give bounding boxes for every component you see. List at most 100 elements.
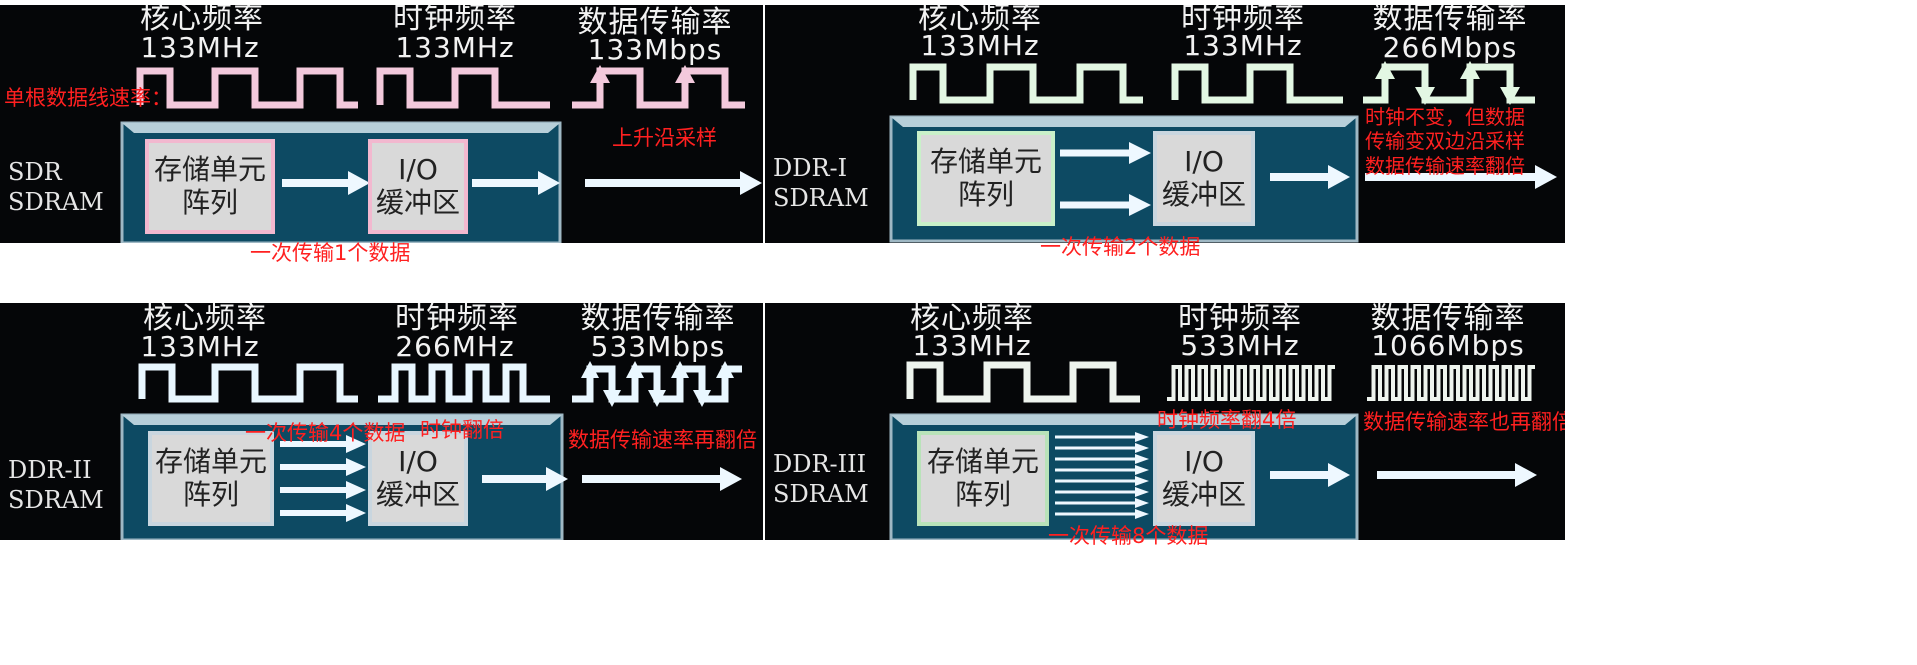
sdr-io-buffer: I/O 缓冲区 bbox=[368, 139, 468, 234]
ddr2-per-transfer-note: 一次传输4个数据 bbox=[245, 421, 406, 445]
ddr3-data-rate-value: 1066Mbps bbox=[1371, 329, 1525, 362]
sdr-per-transfer-note: 一次传输1个数据 bbox=[250, 241, 411, 265]
ddr2-clock-freq-label: 时钟频率 bbox=[395, 303, 519, 336]
sdr-core-clock-wave bbox=[136, 67, 358, 109]
ddr1-data-wave bbox=[1363, 63, 1535, 104]
ddr1-arrowhead bbox=[1328, 165, 1350, 189]
sdr-rising-edge-marker bbox=[590, 65, 610, 83]
ddr1-core-freq-value: 133MHz bbox=[920, 29, 1040, 62]
sdr-arrowhead bbox=[538, 171, 560, 195]
ddr1-double-edge-note: 时钟不变，但数据 传输变双边沿采样 数据传输速率翻倍 bbox=[1365, 105, 1525, 178]
ddr3-panel: 核心频率 133MHz 时钟频率 533MHz 数据传输率 1066Mbps D… bbox=[765, 303, 1565, 540]
ddr2-arrowhead bbox=[346, 504, 366, 522]
ddr2-io-clock-wave bbox=[378, 363, 550, 403]
sdr-arrowhead bbox=[740, 171, 762, 195]
sdr-rising-edge-note: 上升沿采样 bbox=[612, 126, 717, 150]
ddr1-data-rate-value: 266Mbps bbox=[1382, 31, 1518, 64]
ddr2-type-name: DDR-II SDRAM bbox=[8, 456, 104, 514]
ddr1-panel: 核心频率 133MHz 时钟频率 133MHz 数据传输率 266Mbps DD… bbox=[765, 5, 1565, 243]
ddr3-rate-double-note: 数据传输速率也再翻倍 bbox=[1363, 410, 1565, 434]
ddr1-per-transfer-note: 一次传输2个数据 bbox=[1040, 235, 1201, 259]
ddr3-io-buffer: I/O 缓冲区 bbox=[1153, 431, 1255, 526]
sdr-line-rate-note: 单根数据线速率： bbox=[4, 86, 172, 110]
ddr3-per-transfer-note: 一次传输8个数据 bbox=[1048, 524, 1209, 548]
ddr1-core-clock-wave bbox=[909, 63, 1143, 104]
ddr3-arrowhead bbox=[1328, 463, 1350, 487]
sdr-data-rate-value: 133Mbps bbox=[587, 33, 723, 66]
ddr2-edge-marker bbox=[626, 361, 644, 378]
ddr1-bus-bevel bbox=[891, 117, 1357, 127]
ddr2-data-rate-label: 数据传输率 bbox=[580, 303, 736, 336]
ddr2-edge-marker bbox=[581, 361, 599, 378]
ddr3-data-wave bbox=[1367, 365, 1535, 401]
sdr-panel: 核心频率 133MHz 时钟频率 133MHz 数据传输率 133Mbps SD… bbox=[0, 5, 763, 243]
ddr3-arrowhead bbox=[1135, 476, 1149, 486]
ddr1-arrowhead bbox=[1535, 165, 1557, 189]
ddr2-clock-freq-value: 266MHz bbox=[395, 330, 515, 363]
ddr3-data-rate-label: 数据传输率 bbox=[1370, 303, 1526, 336]
ddr1-io-clock-wave bbox=[1171, 63, 1343, 104]
ddr1-rising-edge-marker bbox=[1375, 61, 1395, 79]
ddr2-bus-bevel bbox=[122, 415, 562, 425]
ddr2-arrowhead bbox=[720, 467, 742, 491]
sdr-core-freq-value: 133MHz bbox=[140, 31, 260, 64]
ddr3-core-clock-wave bbox=[906, 361, 1140, 403]
ddr2-arrowhead bbox=[546, 467, 568, 491]
ddr2-data-rate-value: 533Mbps bbox=[590, 330, 726, 363]
ddr2-core-clock-wave bbox=[138, 363, 358, 403]
ddr2-io-buffer: I/O 缓冲区 bbox=[368, 431, 468, 526]
sdr-arrowhead bbox=[348, 171, 370, 195]
sdr-rising-edge-marker bbox=[675, 65, 695, 83]
ddr3-arrowhead bbox=[1135, 465, 1149, 475]
ddr3-bus-bevel bbox=[891, 415, 1357, 425]
ddr2-edge-marker bbox=[671, 361, 689, 378]
ddr2-edge-marker bbox=[716, 361, 734, 378]
sdr-data-rate-label: 数据传输率 bbox=[577, 5, 733, 40]
sdr-clock-freq-value: 133MHz bbox=[395, 31, 515, 64]
ddr3-clock-x4-note: 时钟频率翻4倍 bbox=[1157, 408, 1297, 432]
ddr1-clock-freq-value: 133MHz bbox=[1183, 29, 1303, 62]
ddr3-arrowhead bbox=[1135, 443, 1149, 453]
ddr2-arrowhead bbox=[346, 458, 366, 476]
sdr-type-name: SDR SDRAM bbox=[8, 158, 104, 216]
sdr-memory-array: 存储单元 阵列 bbox=[145, 139, 275, 234]
ddr2-arrowhead bbox=[346, 481, 366, 499]
sdr-core-freq-label: 核心频率 bbox=[140, 5, 264, 36]
sdr-data-wave bbox=[572, 67, 745, 109]
ddr3-clock-freq-label: 时钟频率 bbox=[1178, 303, 1302, 336]
ddr2-edge-marker bbox=[603, 390, 621, 407]
ddr1-io-buffer: I/O 缓冲区 bbox=[1153, 131, 1255, 226]
ddr1-falling-edge-marker bbox=[1500, 87, 1520, 105]
ddr3-core-freq-label: 核心频率 bbox=[910, 303, 1034, 336]
ddr1-type-name: DDR-I SDRAM bbox=[773, 154, 869, 212]
ddr1-core-freq-label: 核心频率 bbox=[918, 5, 1042, 36]
ddr3-arrowhead bbox=[1135, 487, 1149, 497]
ddr1-clock-freq-label: 时钟频率 bbox=[1181, 5, 1305, 36]
ddr2-edge-marker bbox=[648, 390, 666, 407]
ddr2-edge-marker bbox=[693, 390, 711, 407]
ddr1-arrowhead bbox=[1129, 194, 1151, 216]
ddr2-clock-double-note: 时钟翻倍 bbox=[420, 418, 504, 442]
sdr-io-clock-wave bbox=[376, 67, 550, 109]
ddr2-panel: 核心频率 133MHz 时钟频率 266MHz 数据传输率 533Mbps DD… bbox=[0, 303, 763, 540]
ddr3-array-to-io-arrows bbox=[1055, 432, 1149, 519]
ddr1-rising-edge-marker bbox=[1460, 61, 1480, 79]
ddr2-arrowhead bbox=[346, 435, 366, 453]
ddr3-arrowhead bbox=[1135, 454, 1149, 464]
ddr3-type-name: DDR-III SDRAM bbox=[773, 450, 869, 508]
sdr-bus-bevel bbox=[122, 123, 560, 133]
ddr2-core-freq-value: 133MHz bbox=[140, 330, 260, 363]
ddr2-core-freq-label: 核心频率 bbox=[143, 303, 267, 336]
ddr1-arrowhead bbox=[1129, 142, 1151, 164]
ddr2-rate-double-note: 数据传输速率再翻倍 bbox=[568, 428, 757, 452]
ddr2-data-wave bbox=[572, 365, 742, 403]
ddr3-arrowhead bbox=[1135, 432, 1149, 442]
ddr1-memory-array: 存储单元 阵列 bbox=[917, 131, 1055, 226]
ddr1-falling-edge-marker bbox=[1415, 87, 1435, 105]
sdr-clock-freq-label: 时钟频率 bbox=[393, 5, 517, 36]
ddr3-core-freq-value: 133MHz bbox=[912, 329, 1032, 362]
ddr1-data-rate-label: 数据传输率 bbox=[1372, 5, 1528, 36]
ddr3-arrowhead bbox=[1515, 463, 1537, 487]
ddr2-memory-array: 存储单元 阵列 bbox=[148, 431, 274, 526]
ddr3-arrowhead bbox=[1135, 498, 1149, 508]
